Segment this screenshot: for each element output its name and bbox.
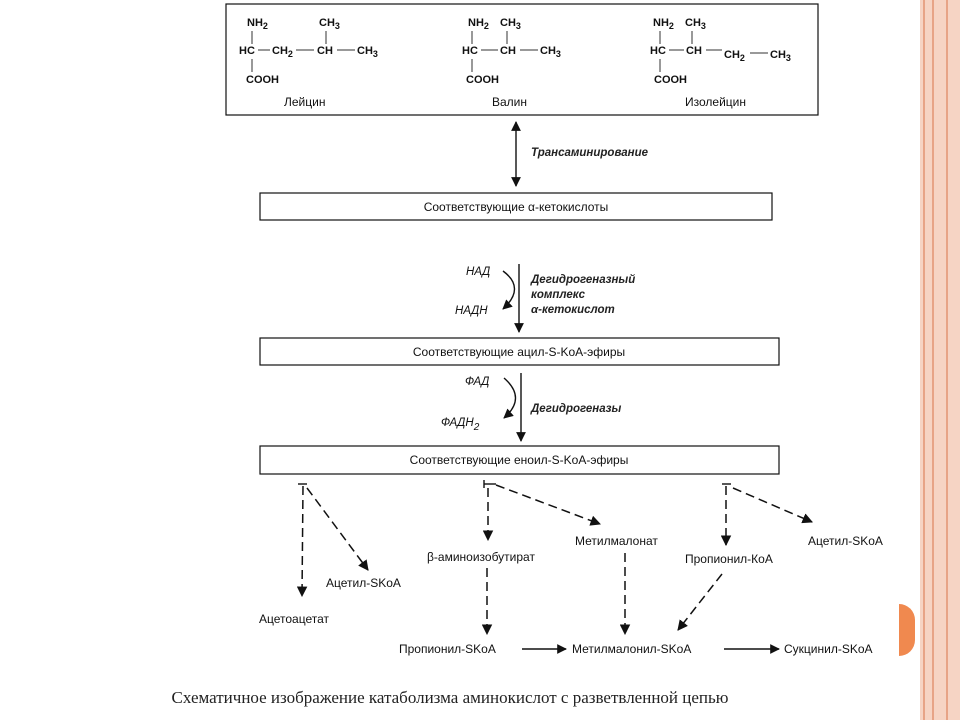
final-products-row: Пропионил-SKoA Метилмалонил-SKoA Сукцини… — [399, 642, 873, 656]
nad-cofactor-arrow — [502, 270, 516, 310]
keto-acids-label: Соответствующие α-кетокислоты — [424, 200, 609, 214]
svg-text:CH: CH — [686, 45, 702, 57]
figure-caption: Схематичное изображение катаболизма амин… — [171, 688, 729, 707]
svg-text:HC: HC — [462, 45, 478, 57]
isoleucine-label: Изолейцин — [685, 95, 746, 109]
valine-label: Валин — [492, 95, 527, 109]
enoyl-esters-label: Соответствующие еноил-S-KoA-эфиры — [410, 453, 629, 467]
isoleucine-branch: Пропионил-КоА Ацетил-SKoA — [677, 483, 883, 631]
svg-text:CH: CH — [317, 45, 333, 57]
valine-branch: β-аминоизобутират Метилмалонат — [427, 480, 658, 636]
catabolism-diagram: NH2 CH3 HC CH2 CH CH3 COOH Лейцин NH2 CH… — [225, 3, 883, 656]
svg-text:NH2: NH2 — [653, 17, 674, 31]
fad-label: ФАД — [465, 376, 489, 388]
fadh2-label: ФАДН2 — [441, 417, 480, 433]
svg-text:CH2: CH2 — [272, 45, 293, 59]
svg-text:CH: CH — [500, 45, 516, 57]
svg-text:CH3: CH3 — [319, 17, 340, 31]
methylmalonate-label: Метилмалонат — [575, 534, 658, 548]
acetoacetate-label: Ацетоацетат — [259, 612, 330, 626]
side-stripe — [946, 0, 948, 720]
propionyl-skoa-label: Пропионил-SKoA — [399, 642, 496, 656]
amino-acids-box — [225, 3, 819, 116]
svg-text:NH2: NH2 — [468, 17, 489, 31]
svg-text:CH3: CH3 — [540, 45, 561, 59]
acetyl-skoa-left: Ацетил-SKoA — [326, 576, 401, 590]
side-stripe — [932, 0, 934, 720]
svg-text:NH2: NH2 — [247, 17, 268, 31]
isoleucine-structure: NH2 CH3 HC CH CH2 CH3 COOH Изолейцин — [650, 17, 791, 109]
svg-text:CH2: CH2 — [724, 49, 745, 63]
decorative-side-band — [920, 0, 960, 720]
leucine-label: Лейцин — [284, 95, 325, 109]
svg-text:CH3: CH3 — [357, 45, 378, 59]
svg-text:HC: HC — [650, 45, 666, 57]
propionyl-koa-label: Пропионил-КоА — [685, 552, 773, 566]
svg-text:CH3: CH3 — [500, 17, 521, 31]
svg-text:COOH: COOH — [654, 74, 687, 86]
svg-text:COOH: COOH — [466, 74, 499, 86]
acyl-esters-box — [259, 337, 780, 366]
svg-text:HC: HC — [239, 45, 255, 57]
succinyl-skoa-label: Сукцинил-SKoA — [784, 642, 873, 656]
dehydrogenase-complex-line3: α-кетокислот — [531, 304, 615, 316]
svg-text:CH3: CH3 — [770, 49, 791, 63]
svg-text:COOH: COOH — [246, 74, 279, 86]
acetyl-skoa-right: Ацетил-SKoA — [808, 534, 883, 548]
methylmalonyl-skoa-label: Метилмалонил-SKoA — [572, 642, 691, 656]
enoyl-esters-box — [259, 445, 780, 475]
nad-label: НАД — [466, 266, 490, 278]
svg-text:CH3: CH3 — [685, 17, 706, 31]
nadh-label: НАДН — [455, 305, 488, 317]
keto-acids-box — [259, 192, 773, 221]
side-stripe — [923, 0, 925, 720]
aminoisobutyrate-label: β-аминоизобутират — [427, 550, 535, 564]
slide-tab-marker — [899, 604, 915, 656]
transamination-label: Трансаминирование — [531, 147, 649, 159]
acyl-esters-label: Соответствующие ацил-S-KoA-эфиры — [413, 345, 625, 359]
dehydrogenases-label: Дегидрогеназы — [530, 403, 621, 415]
leucine-branch: Ацетил-SKoA Ацетоацетат — [259, 483, 401, 626]
fad-cofactor-arrow — [503, 377, 517, 419]
dehydrogenase-complex-line1: Дегидрогеназный — [530, 274, 635, 286]
leucine-structure: NH2 CH3 HC CH2 CH CH3 COOH Лейцин — [239, 17, 378, 109]
valine-structure: NH2 CH3 HC CH CH3 COOH Валин — [462, 17, 561, 109]
dehydrogenase-complex-line2: комплекс — [531, 289, 586, 301]
